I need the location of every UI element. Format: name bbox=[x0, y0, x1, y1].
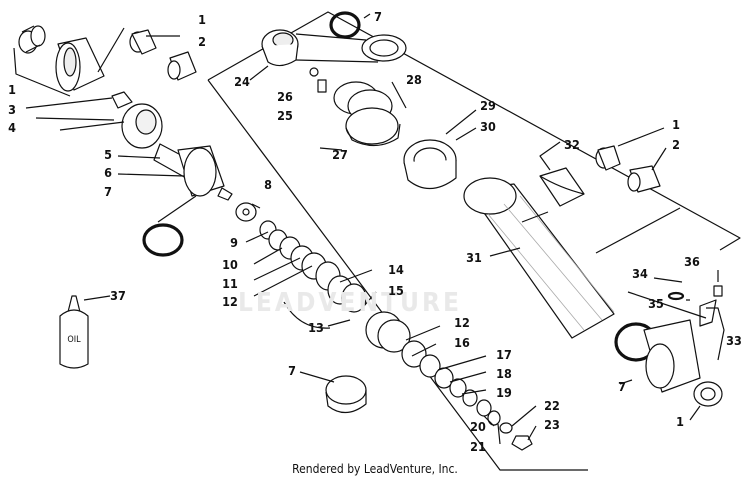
footer-credit: Rendered by LeadVenture, Inc. bbox=[292, 462, 458, 476]
part-6-body-cap bbox=[177, 145, 233, 201]
callout-17: 17 bbox=[496, 347, 512, 362]
part-1-bushing-top-left bbox=[18, 25, 46, 54]
part-4-shaft-eye bbox=[111, 91, 163, 149]
callout-1: 1 bbox=[198, 12, 206, 27]
part-21-23-nut bbox=[499, 422, 533, 451]
callout-34: 34 bbox=[632, 266, 648, 281]
callout-24: 24 bbox=[234, 74, 250, 89]
callout-10: 10 bbox=[222, 257, 238, 272]
part-2-sleeve-top bbox=[167, 51, 197, 81]
callout-14: 14 bbox=[388, 262, 404, 277]
callout-28: 28 bbox=[406, 72, 422, 87]
callout-18: 18 bbox=[496, 366, 512, 381]
part-7-bushing-top bbox=[361, 34, 407, 62]
leader-lines-top-middle bbox=[249, 13, 379, 81]
callout-4: 4 bbox=[8, 120, 16, 135]
callout-23: 23 bbox=[544, 417, 560, 432]
part-1-bushing-top-center bbox=[129, 29, 157, 55]
shim-stack-lower bbox=[401, 340, 501, 426]
leader-line-31 bbox=[489, 247, 521, 257]
callout-21: 21 bbox=[470, 439, 486, 454]
leader-lines-stack bbox=[245, 203, 537, 445]
part-3-bearing bbox=[55, 37, 105, 92]
callout-31: 31 bbox=[466, 250, 482, 265]
callout-7: 7 bbox=[288, 363, 296, 378]
part-31-spring bbox=[463, 177, 615, 339]
callout-26: 26 bbox=[277, 89, 293, 104]
part-36-valve-core bbox=[699, 285, 723, 327]
callout-37: 37 bbox=[110, 288, 126, 303]
callout-22: 22 bbox=[544, 398, 560, 413]
callout-2: 2 bbox=[672, 137, 680, 152]
leader-lines-32 bbox=[521, 141, 561, 223]
callout-7: 7 bbox=[104, 184, 112, 199]
part-1-bushing-bottom-right bbox=[693, 381, 723, 407]
callout-5: 5 bbox=[104, 147, 112, 162]
callout-1: 1 bbox=[676, 414, 684, 429]
leader-lines-top-left bbox=[13, 27, 180, 121]
group-outline-right bbox=[595, 207, 681, 254]
callout-15: 15 bbox=[388, 283, 404, 298]
callout-12: 12 bbox=[222, 294, 238, 309]
part-33-reservoir-body bbox=[643, 319, 701, 393]
leader-lines-28-27 bbox=[319, 81, 407, 151]
part-35-o-ring-small bbox=[667, 291, 685, 301]
part-7-o-ring-top bbox=[329, 11, 361, 39]
callout-9: 9 bbox=[230, 235, 238, 250]
callout-16: 16 bbox=[454, 335, 470, 350]
callout-19: 19 bbox=[496, 385, 512, 400]
part-7-bushing-lower bbox=[325, 375, 367, 414]
watermark: LEADVENTURE bbox=[238, 288, 463, 318]
callout-7: 7 bbox=[374, 9, 382, 24]
callout-36: 36 bbox=[684, 254, 700, 269]
leader-lines-shaft bbox=[59, 121, 197, 223]
callout-2: 2 bbox=[198, 34, 206, 49]
callout-20: 20 bbox=[470, 419, 486, 434]
leader-line-7-lower bbox=[299, 371, 335, 383]
shim-stack-upper bbox=[259, 220, 367, 313]
part-29-30-spring-collar bbox=[403, 139, 457, 190]
callout-27: 27 bbox=[332, 147, 348, 162]
leader-lines-right-lower bbox=[619, 270, 725, 421]
part-26-valve bbox=[309, 67, 327, 93]
callout-3: 3 bbox=[8, 102, 16, 117]
part-2-sleeve-right bbox=[627, 165, 661, 193]
leader-lines-right-1-2 bbox=[617, 127, 667, 171]
callout-25: 25 bbox=[277, 108, 293, 123]
callout-1: 1 bbox=[672, 117, 680, 132]
oil-label: OIL bbox=[67, 335, 81, 345]
callout-30: 30 bbox=[480, 119, 496, 134]
part-15-piston-body bbox=[365, 311, 411, 353]
callout-1: 1 bbox=[8, 82, 16, 97]
part-37-oil-bottle bbox=[59, 295, 111, 369]
callout-32: 32 bbox=[564, 137, 580, 152]
callout-8: 8 bbox=[264, 177, 272, 192]
part-7-o-ring-left bbox=[142, 223, 184, 257]
part-32-spring-retainer bbox=[539, 167, 585, 207]
callout-12: 12 bbox=[454, 315, 470, 330]
part-27-piston bbox=[345, 107, 401, 147]
callout-13: 13 bbox=[308, 320, 324, 335]
callout-6: 6 bbox=[104, 165, 112, 180]
callout-29: 29 bbox=[480, 98, 496, 113]
callout-7: 7 bbox=[618, 379, 626, 394]
part-24-reservoir-cap bbox=[261, 29, 299, 67]
callout-11: 11 bbox=[222, 276, 238, 291]
part-1-bushing-right bbox=[595, 145, 621, 171]
callout-33: 33 bbox=[726, 333, 742, 348]
callout-35: 35 bbox=[648, 296, 664, 311]
leader-lines-29-30 bbox=[445, 109, 477, 141]
part-8-washer bbox=[235, 202, 257, 222]
